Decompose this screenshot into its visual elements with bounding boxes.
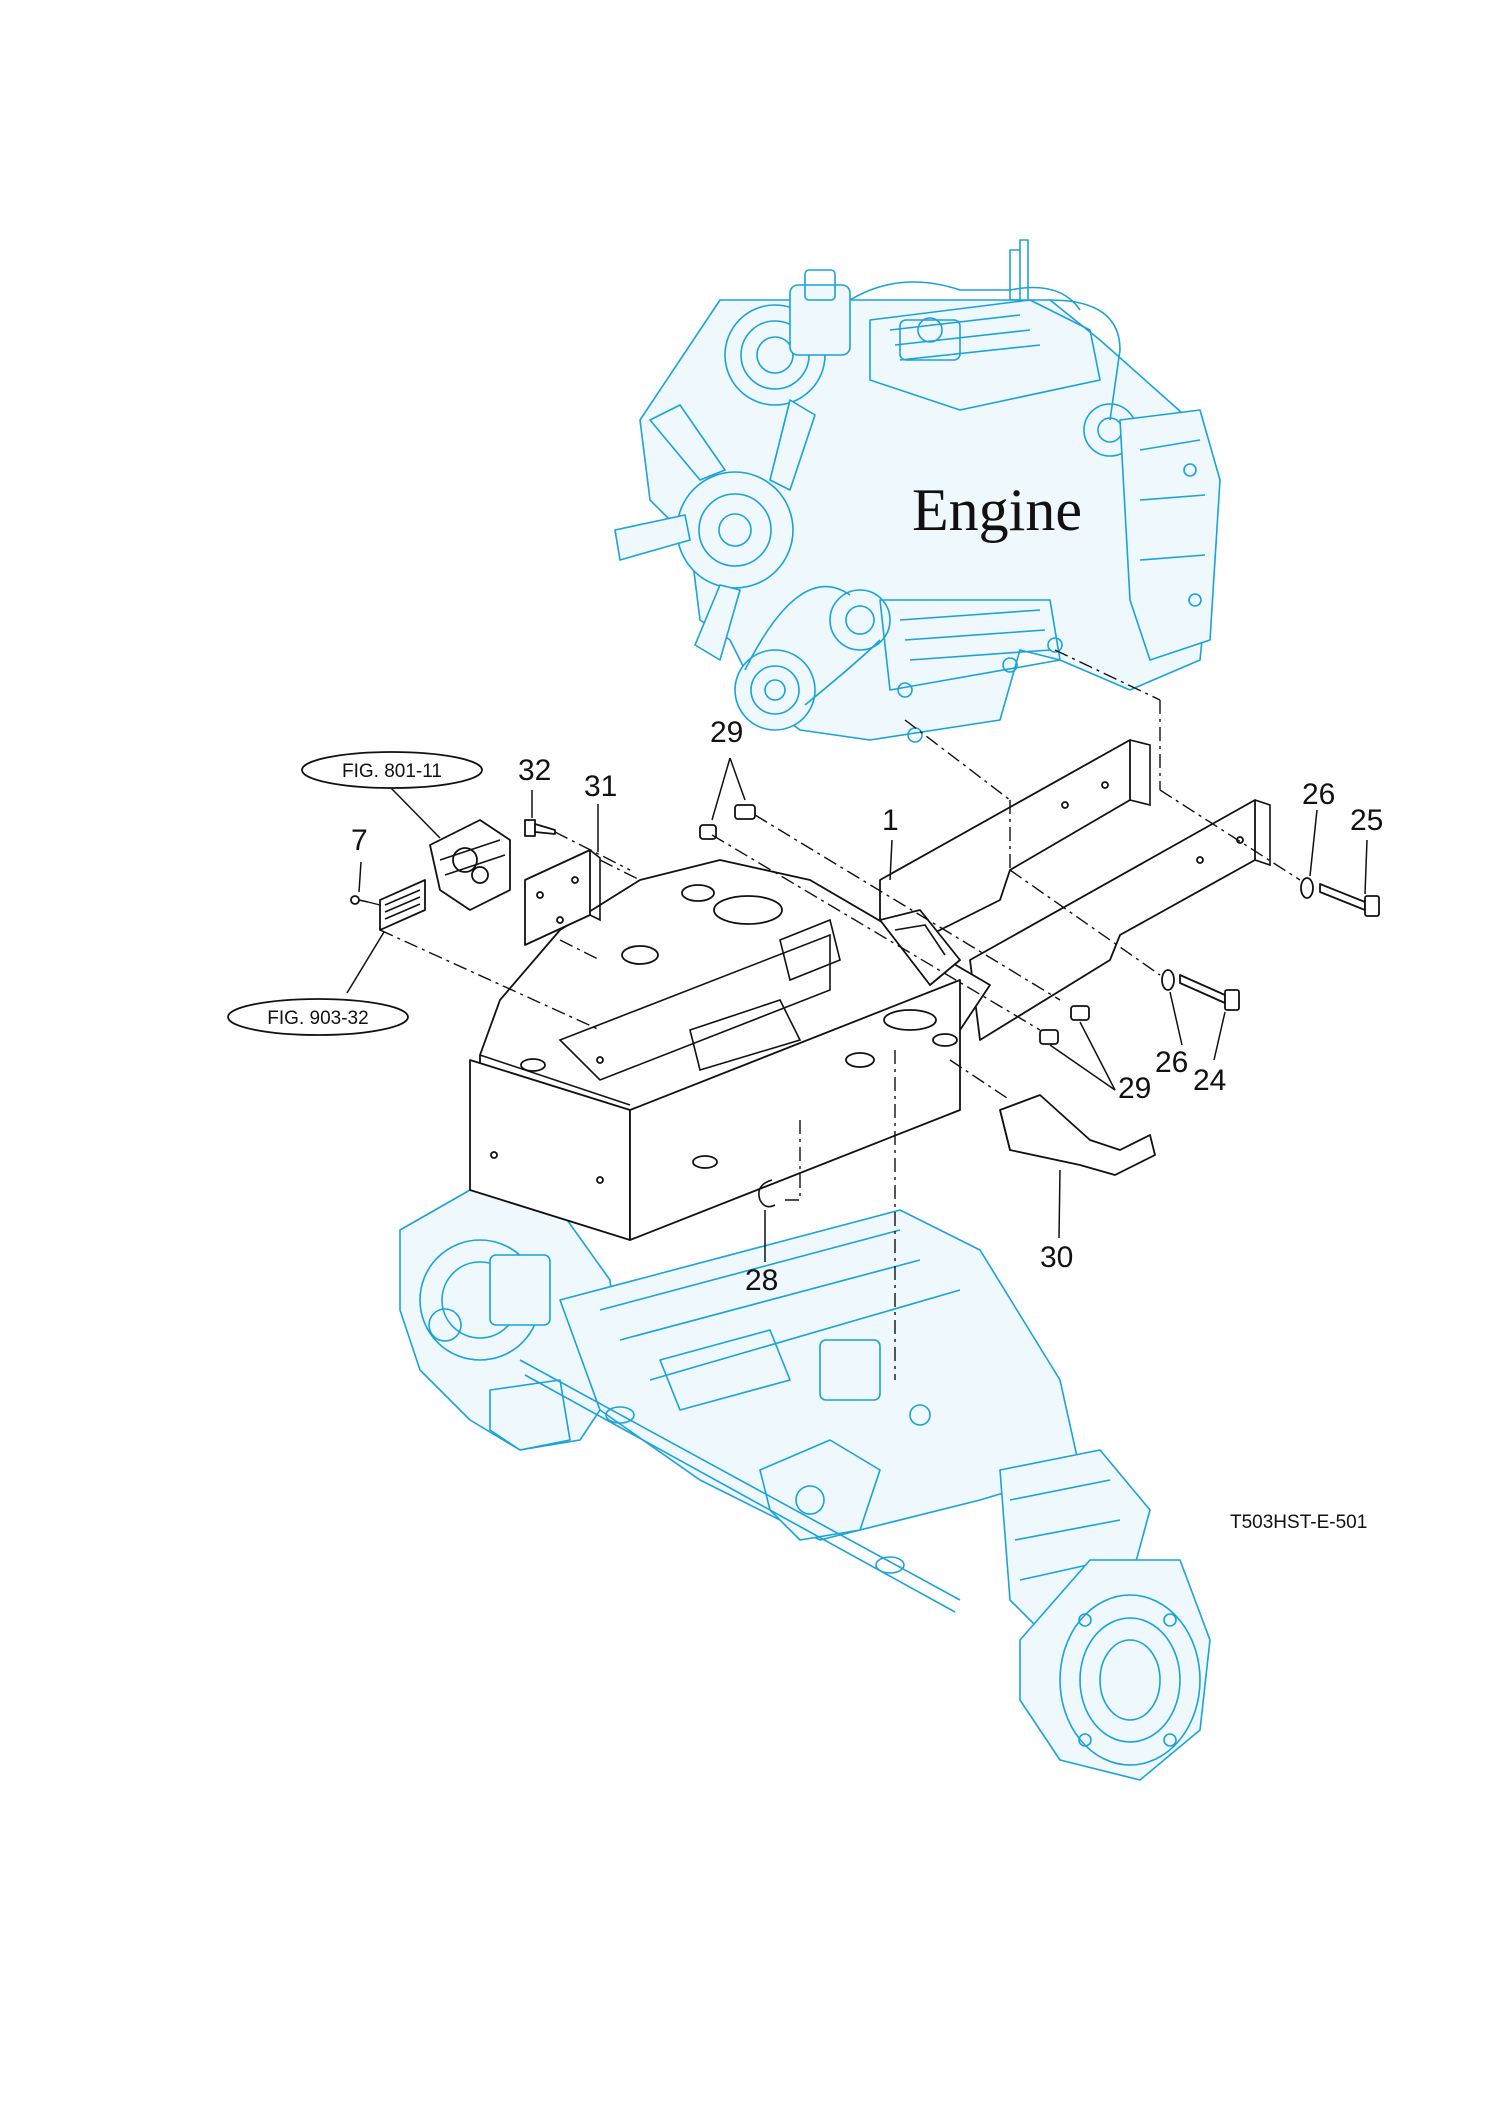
part-25-bolt — [1319, 883, 1380, 917]
callout-29-top: 29 — [710, 716, 743, 749]
callout-26-top: 26 — [1302, 778, 1335, 811]
callout-30: 30 — [1040, 1241, 1073, 1274]
engine-illustration — [614, 239, 1221, 743]
drawing-code: T503HST-E-501 — [1230, 1512, 1367, 1533]
callouts: 29 1 32 31 7 26 25 26 24 29 30 28 — [351, 716, 1383, 1297]
part-29-bushings-bottom — [1039, 1005, 1090, 1045]
callout-24: 24 — [1193, 1064, 1226, 1097]
part-31-bracket — [524, 849, 601, 946]
assembly-lines — [367, 649, 1301, 1380]
front-frame — [469, 739, 1271, 1241]
callout-1: 1 — [882, 804, 899, 837]
figure-ref-903-32-label: FIG. 903-32 — [267, 1008, 368, 1029]
callout-32: 32 — [518, 754, 551, 787]
callout-25: 25 — [1350, 804, 1383, 837]
part-24-bolt — [1179, 974, 1240, 1011]
hydraulic-unit — [429, 819, 511, 911]
part-29-bushings-top — [699, 804, 756, 840]
callout-31: 31 — [584, 770, 617, 803]
callout-28: 28 — [745, 1264, 778, 1297]
part-32-bolt — [524, 819, 556, 837]
figure-ref-903-32[interactable]: FIG. 903-32 — [227, 998, 409, 1036]
engine-title: Engine — [912, 477, 1082, 543]
part-28-clip — [758, 1179, 776, 1208]
filter-mesh — [379, 879, 426, 931]
leader-lines — [346, 757, 1368, 1262]
part-7-screw — [350, 895, 369, 905]
part-30-cover — [999, 1094, 1156, 1176]
figure-ref-801-11-label: FIG. 801-11 — [342, 761, 442, 782]
callout-7: 7 — [351, 824, 368, 857]
callout-26-bottom: 26 — [1155, 1046, 1188, 1079]
callout-29-bottom: 29 — [1118, 1072, 1151, 1105]
part-26-washers — [1161, 877, 1314, 991]
front-axle-illustration — [399, 1189, 1211, 1781]
figure-ref-801-11[interactable]: FIG. 801-11 — [301, 751, 483, 789]
